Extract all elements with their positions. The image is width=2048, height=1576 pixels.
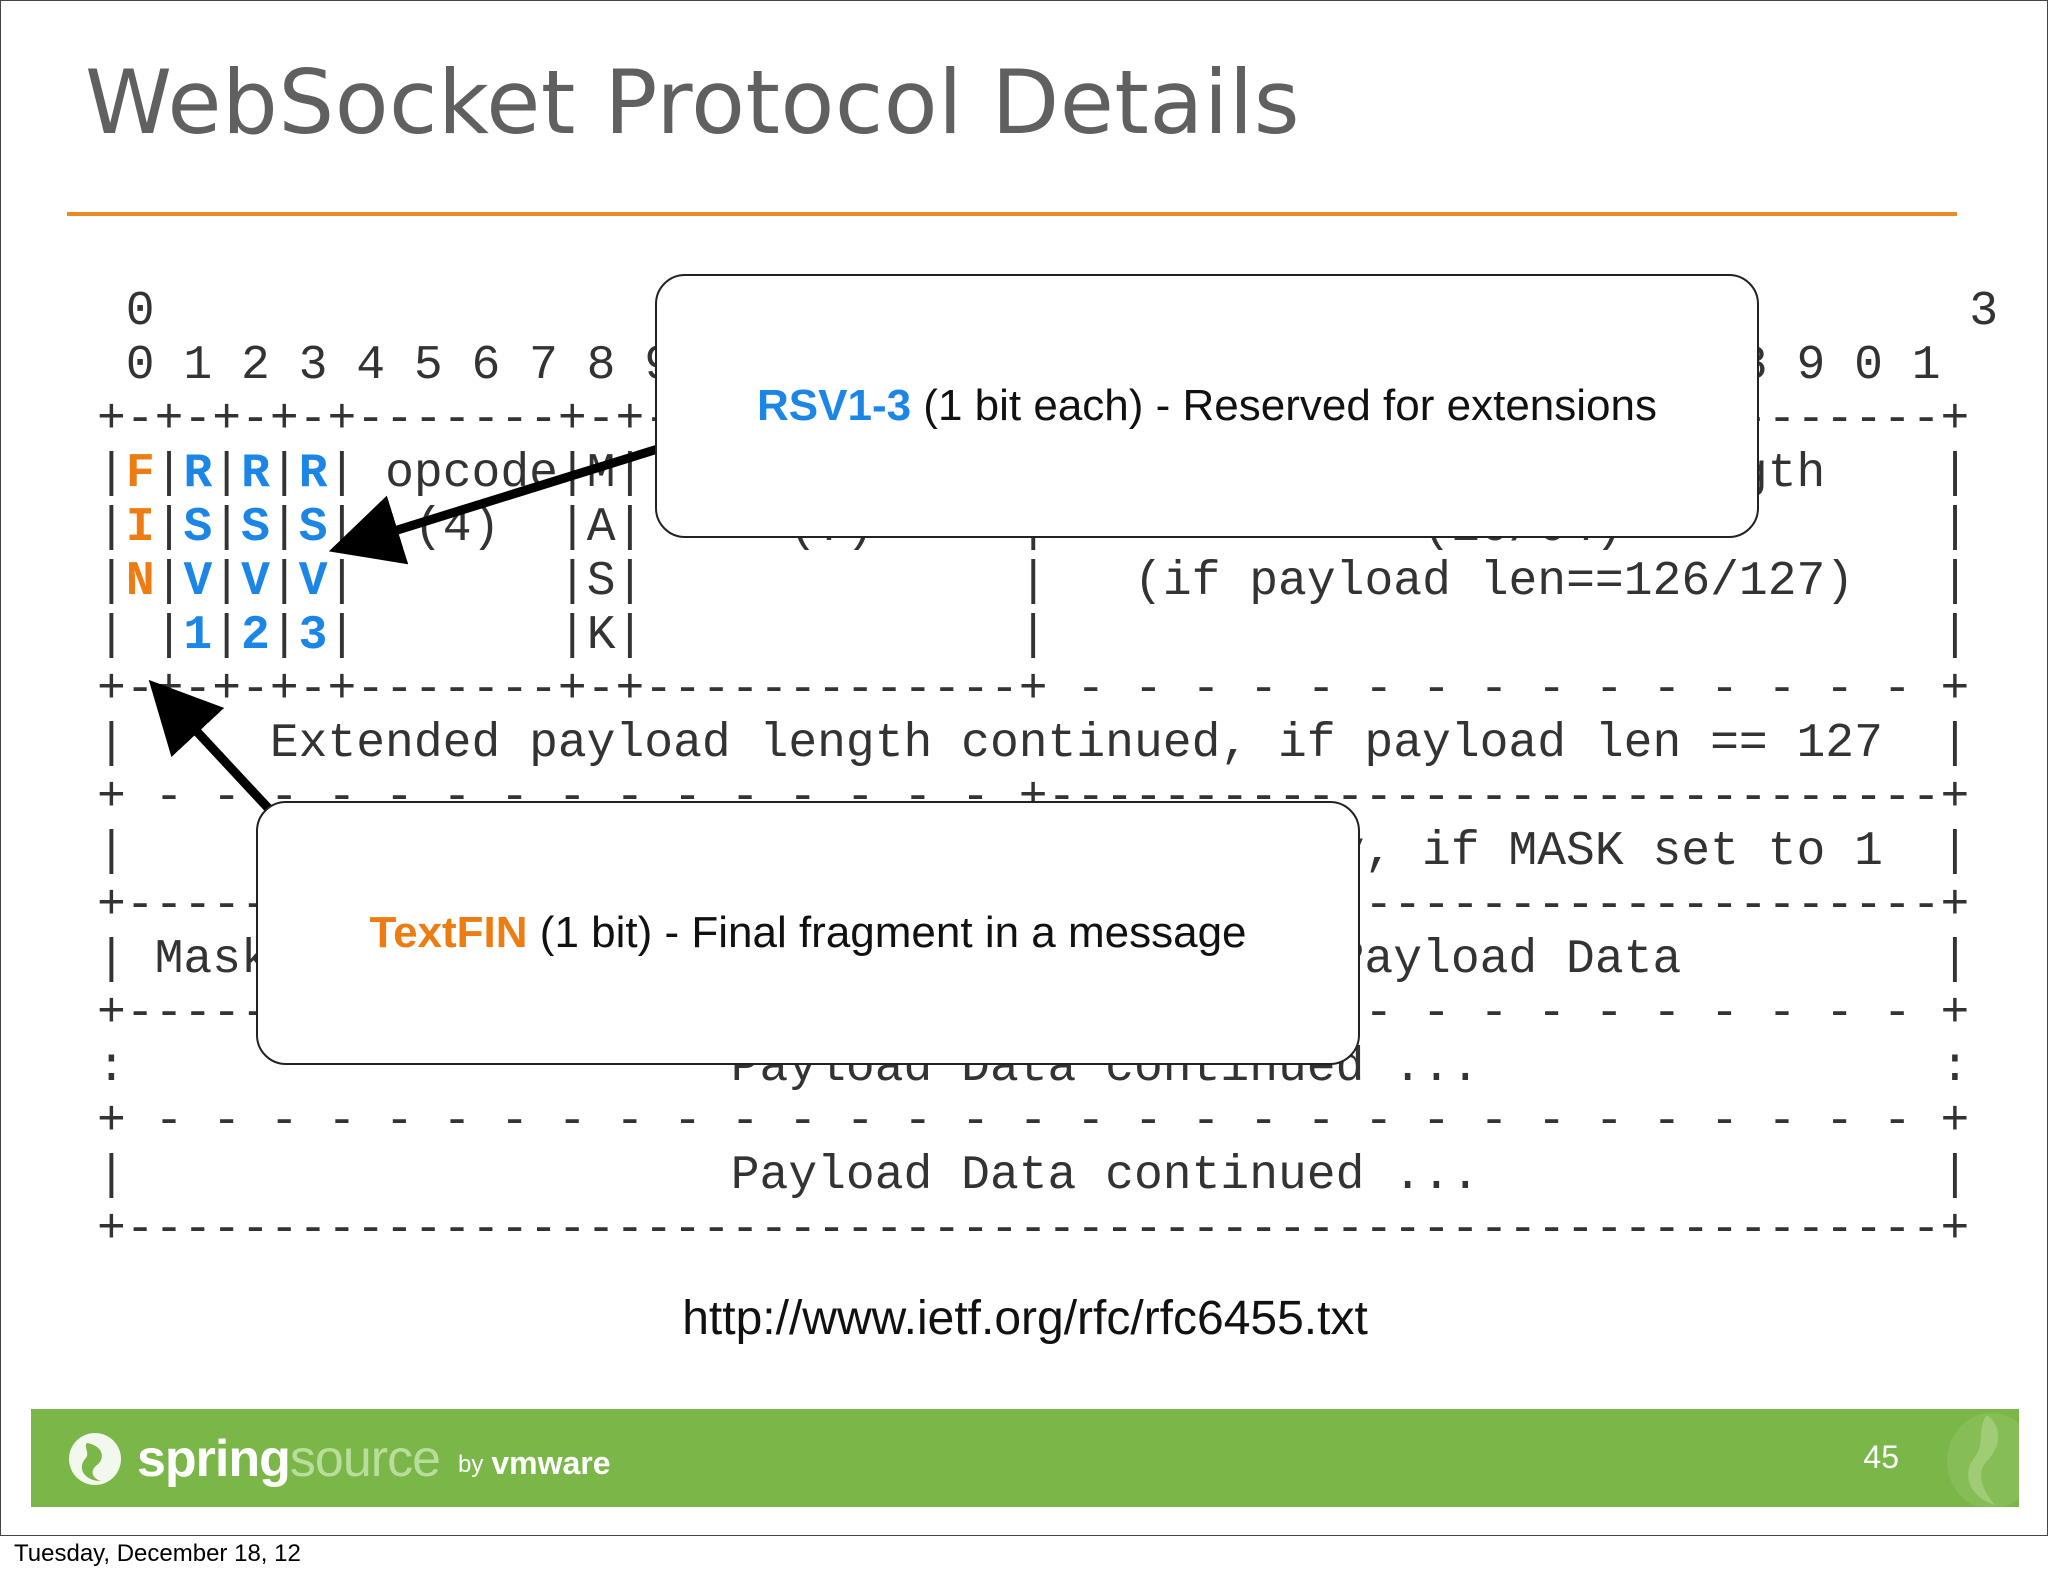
- title-divider: [67, 212, 1957, 216]
- spring-leaf-icon: [69, 1433, 121, 1485]
- brand-vmware: vmware: [491, 1444, 611, 1481]
- slide: WebSocket Protocol Details 0 3 0 1 2 3 4…: [0, 0, 2048, 1536]
- date-caption: Tuesday, December 18, 12: [14, 1540, 301, 1567]
- rsv2-bit-letter: V: [241, 555, 270, 609]
- rsv-callout-term: RSV1-3: [757, 381, 912, 430]
- brand-source: source: [289, 1430, 441, 1488]
- spring-leaf-corner-icon: [1947, 1413, 2019, 1507]
- rsv1-bit-letter: S: [183, 501, 213, 555]
- rsv2-bit-letter: 2: [241, 609, 270, 663]
- rsv1-bit-letter: R: [183, 447, 213, 501]
- brand-by: by: [457, 1451, 484, 1478]
- fin-callout-text: (1 bit) - Final fragment in a message: [527, 908, 1247, 957]
- rsv-callout-text: (1 bit each) - Reserved for extensions: [911, 381, 1657, 430]
- slide-number: 45: [1863, 1439, 1899, 1475]
- rsv3-bit-letter: V: [298, 555, 328, 609]
- rsv3-bit-letter: R: [298, 447, 328, 501]
- rsv3-bit-letter: S: [298, 501, 328, 555]
- fin-callout: TextFIN (1 bit) - Final fragment in a me…: [256, 801, 1360, 1065]
- fin-bit-letter: F: [125, 447, 155, 501]
- fin-callout-term: TextFIN: [369, 908, 528, 957]
- rsv2-bit-letter: S: [241, 501, 270, 555]
- fin-bit-letter: I: [125, 501, 155, 555]
- fin-bit-letter: N: [125, 555, 155, 609]
- rsv1-bit-letter: V: [183, 555, 213, 609]
- brand-spring: spring: [137, 1430, 291, 1488]
- rsv-callout: RSV1-3 (1 bit each) - Reserved for exten…: [655, 274, 1759, 538]
- rsv1-bit-letter: 1: [183, 609, 213, 663]
- source-url[interactable]: http://www.ietf.org/rfc/rfc6455.txt: [682, 1292, 1368, 1345]
- rsv3-bit-letter: 3: [298, 609, 328, 663]
- slide-title: WebSocket Protocol Details: [85, 51, 1301, 154]
- rsv2-bit-letter: R: [241, 447, 270, 501]
